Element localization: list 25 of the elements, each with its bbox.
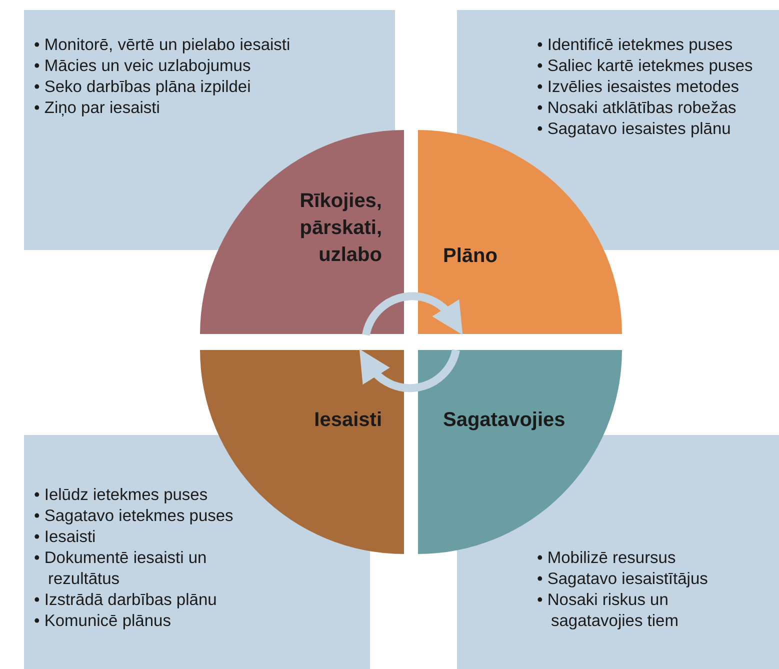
list-item: • Sagatavo iesaistes plānu [537, 119, 732, 140]
quarter-circle-segment [200, 130, 404, 334]
list-item: • Iesaisti [34, 527, 97, 548]
cycle-arrow [358, 349, 460, 392]
list-item: • Mācies un veic uzlabojumus [34, 56, 252, 77]
list-item: • Nosaki riskus un sagatavojies tiem [537, 590, 680, 632]
list-item: • Sagatavo iesaistītājus [537, 569, 709, 590]
phase-label: Rīkojies, pārskati, uzlabo [298, 189, 382, 268]
list-item: • Seko darbības plāna izpildei [34, 77, 252, 98]
list-item: • Monitorē, vērtē un pielabo iesaisti [34, 35, 292, 56]
list-item: • Dokumentē iesaisti un rezultātus [34, 548, 208, 590]
phase-label: Plāno [443, 244, 498, 269]
cycle-arrow [362, 292, 464, 336]
list-item: • Izvēlies iesaistes metodes [537, 77, 740, 98]
list-item: • Identificē ietekmes puses [537, 35, 734, 56]
list-item: • Saliec kartē ietekmes puses [537, 56, 754, 77]
phase-label: Sagatavojies [443, 408, 566, 433]
phase-label: Iesaisti [313, 408, 382, 433]
list-item: • Ielūdz ietekmes puses [34, 485, 209, 506]
list-item: • Ziņo par iesaisti [34, 98, 161, 119]
list-item: • Izstrādā darbības plānu [34, 590, 218, 611]
list-item: • Mobilizē resursus [537, 548, 677, 569]
list-item: • Nosaki atklātības robežas [537, 98, 738, 119]
list-item: • Sagatavo ietekmes puses [34, 506, 234, 527]
list-item: • Komunicē plānus [34, 611, 172, 632]
